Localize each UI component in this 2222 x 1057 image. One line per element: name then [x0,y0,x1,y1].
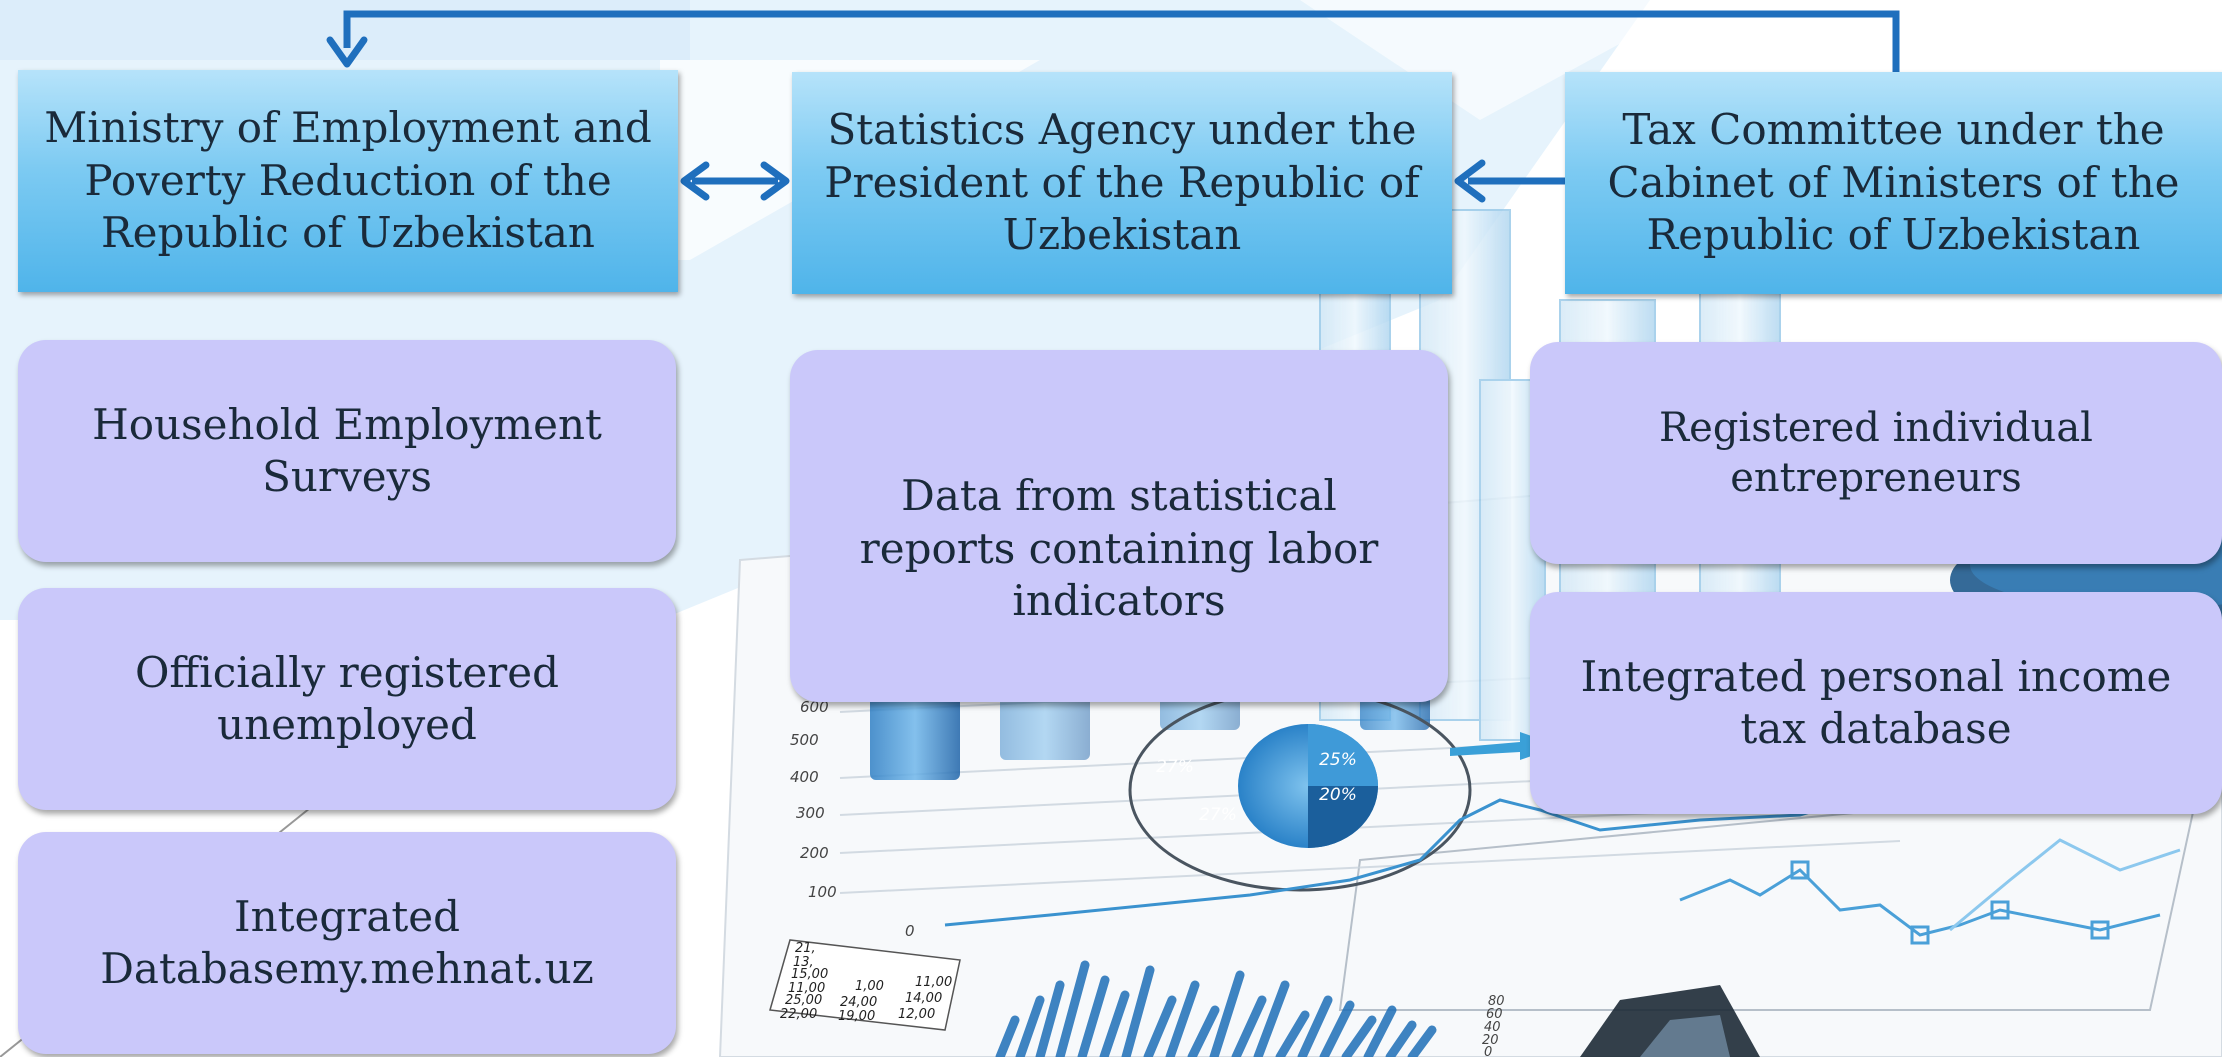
table-value: 12,00 [898,1007,935,1022]
small-axis-tick: 0 [1484,1045,1492,1057]
axis-tick: 500 [790,731,819,749]
pie-label: 27% [1156,757,1194,777]
table-value: 1,00 [855,979,884,994]
table-value: 25,00 [785,993,822,1008]
statistics-header-label: Statistics Agency under the President of… [824,105,1420,260]
individual-entrepreneurs-label: Registered individual entrepreneurs [1659,405,2093,501]
ministry-header-label: Ministry of Employment and Poverty Reduc… [44,103,652,258]
integrated-database-card: Integrated Databasemy.mehnat.uz [18,832,676,1054]
axis-tick: 300 [796,804,825,822]
axis-tick: 400 [790,768,819,786]
arrowhead-right-icon [760,161,790,201]
arrowhead-down-icon [326,36,368,68]
table-value: 13, [793,955,814,970]
ministry-header-box: Ministry of Employment and Poverty Reduc… [18,70,678,292]
pie-label: 25% [1319,750,1357,770]
small-axis-tick: 40 [1484,1020,1501,1035]
table-value: 14,00 [905,991,942,1006]
small-axis-tick: 20 [1482,1033,1499,1048]
table-value: 22,00 [780,1007,817,1022]
table-value: 19,00 [838,1009,875,1024]
arrowhead-left-icon [1454,159,1486,203]
table-value: 15,00 [791,967,828,982]
registered-unemployed-label: Officially registered unemployed [135,647,559,750]
statistical-reports-label: Data from statistical reports containing… [859,471,1379,625]
statistical-reports-card: Data from statistical reports containing… [790,350,1448,702]
axis-tick: 0 [905,922,915,940]
small-axis-tick: 80 [1488,994,1505,1009]
axis-tick: 100 [808,883,837,901]
individual-entrepreneurs-card: Registered individual entrepreneurs [1530,342,2222,564]
table-value: 21, [795,941,816,956]
income-tax-database-label: Integrated personal income tax database [1580,651,2172,754]
table-value: 24,00 [840,995,877,1010]
statistics-header-box: Statistics Agency under the President of… [792,72,1452,294]
household-surveys-card: Household Employment Surveys [18,340,676,562]
tax-header-box: Tax Committee under the Cabinet of Minis… [1565,72,2222,294]
tax-header-label: Tax Committee under the Cabinet of Minis… [1607,105,2180,260]
integrated-database-label: Integrated Databasemy.mehnat.uz [100,891,594,994]
pie-label: 27% [1199,805,1237,825]
axis-tick: 600 [800,698,829,716]
pie-label: 20% [1319,785,1357,805]
arrowhead-left-icon [680,161,710,201]
registered-unemployed-card: Officially registered unemployed [18,588,676,810]
table-value: 11,00 [788,981,825,996]
loop-arrow-tax-to-ministry [343,10,1900,72]
axis-tick: 200 [800,844,829,862]
household-surveys-label: Household Employment Surveys [92,399,602,502]
small-axis-tick: 60 [1486,1007,1503,1022]
income-tax-database-card: Integrated personal income tax database [1530,592,2222,814]
table-value: 11,00 [915,975,952,990]
